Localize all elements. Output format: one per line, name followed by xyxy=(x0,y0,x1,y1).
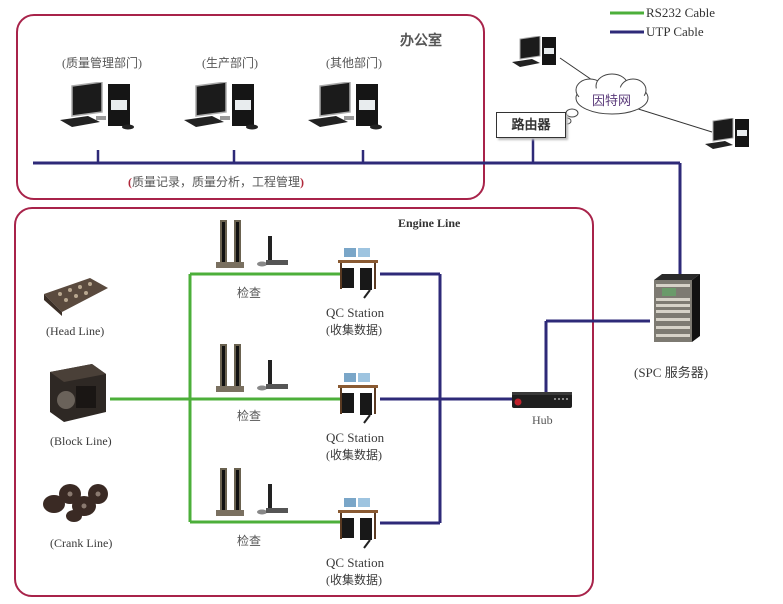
internet-link-pc2 xyxy=(634,107,713,133)
crankshaft-icon xyxy=(40,476,110,524)
internet-cloud-label: 因特网 xyxy=(592,93,632,108)
inspection-label: 检查 xyxy=(237,534,262,548)
qc-station-workstation-icon xyxy=(334,371,382,425)
router-box: 路由器 xyxy=(496,112,566,138)
qc-station-name: QC Station xyxy=(326,430,385,445)
qc-station-workstation-icon xyxy=(334,246,382,300)
router-label: 路由器 xyxy=(511,117,551,132)
department-label-quality: (质量管理部门) xyxy=(62,56,142,70)
remote-computer-icon xyxy=(510,35,560,70)
office-functions-label: (质量记录，质量分析，工程管理) xyxy=(128,173,304,190)
office-zone xyxy=(16,14,485,200)
network-hub-icon xyxy=(510,390,574,410)
functions-text: 质量记录，质量分析，工程管理 xyxy=(132,175,301,189)
paren-close: ) xyxy=(300,175,305,189)
office-title: 办公室 xyxy=(400,34,442,49)
department-label-other: (其他部门) xyxy=(326,56,382,70)
paren-open: ( xyxy=(128,175,132,189)
height-gauge-icon xyxy=(212,466,292,518)
qc-station-sub: (收集数据) xyxy=(326,448,382,462)
desktop-computer-icon xyxy=(306,81,390,130)
qc-station-sub: (收集数据) xyxy=(326,573,382,587)
spc-server-icon xyxy=(650,274,704,344)
hub-label: Hub xyxy=(532,413,553,427)
remote-computer-icon xyxy=(703,117,753,152)
height-gauge-icon xyxy=(212,218,292,270)
engine-block-icon xyxy=(44,362,110,424)
internet-cloud-icon xyxy=(562,73,649,125)
desktop-computer-icon xyxy=(58,81,142,130)
qc-station-sub: (收集数据) xyxy=(326,323,382,337)
height-gauge-icon xyxy=(212,342,292,394)
block-line-label: (Block Line) xyxy=(50,434,112,448)
engine-line-title: Engine Line xyxy=(398,216,461,230)
qc-station-name: QC Station xyxy=(326,305,385,320)
inspection-label: 检查 xyxy=(237,286,262,300)
department-label-production: (生产部门) xyxy=(202,56,258,70)
inspection-label: 检查 xyxy=(237,409,262,423)
spc-server-label: (SPC 服务器) xyxy=(634,365,709,380)
qc-station-workstation-icon xyxy=(334,496,382,550)
qc-station-name: QC Station xyxy=(326,555,385,570)
legend-utp-label: UTP Cable xyxy=(646,24,704,39)
cylinder-head-icon xyxy=(40,274,110,316)
engine-line-zone xyxy=(14,207,594,597)
head-line-label: (Head Line) xyxy=(46,324,105,338)
crank-line-label: (Crank Line) xyxy=(50,536,113,550)
desktop-computer-icon xyxy=(182,81,266,130)
legend-rs232-label: RS232 Cable xyxy=(646,5,715,20)
internet-link-pc1 xyxy=(559,57,596,83)
